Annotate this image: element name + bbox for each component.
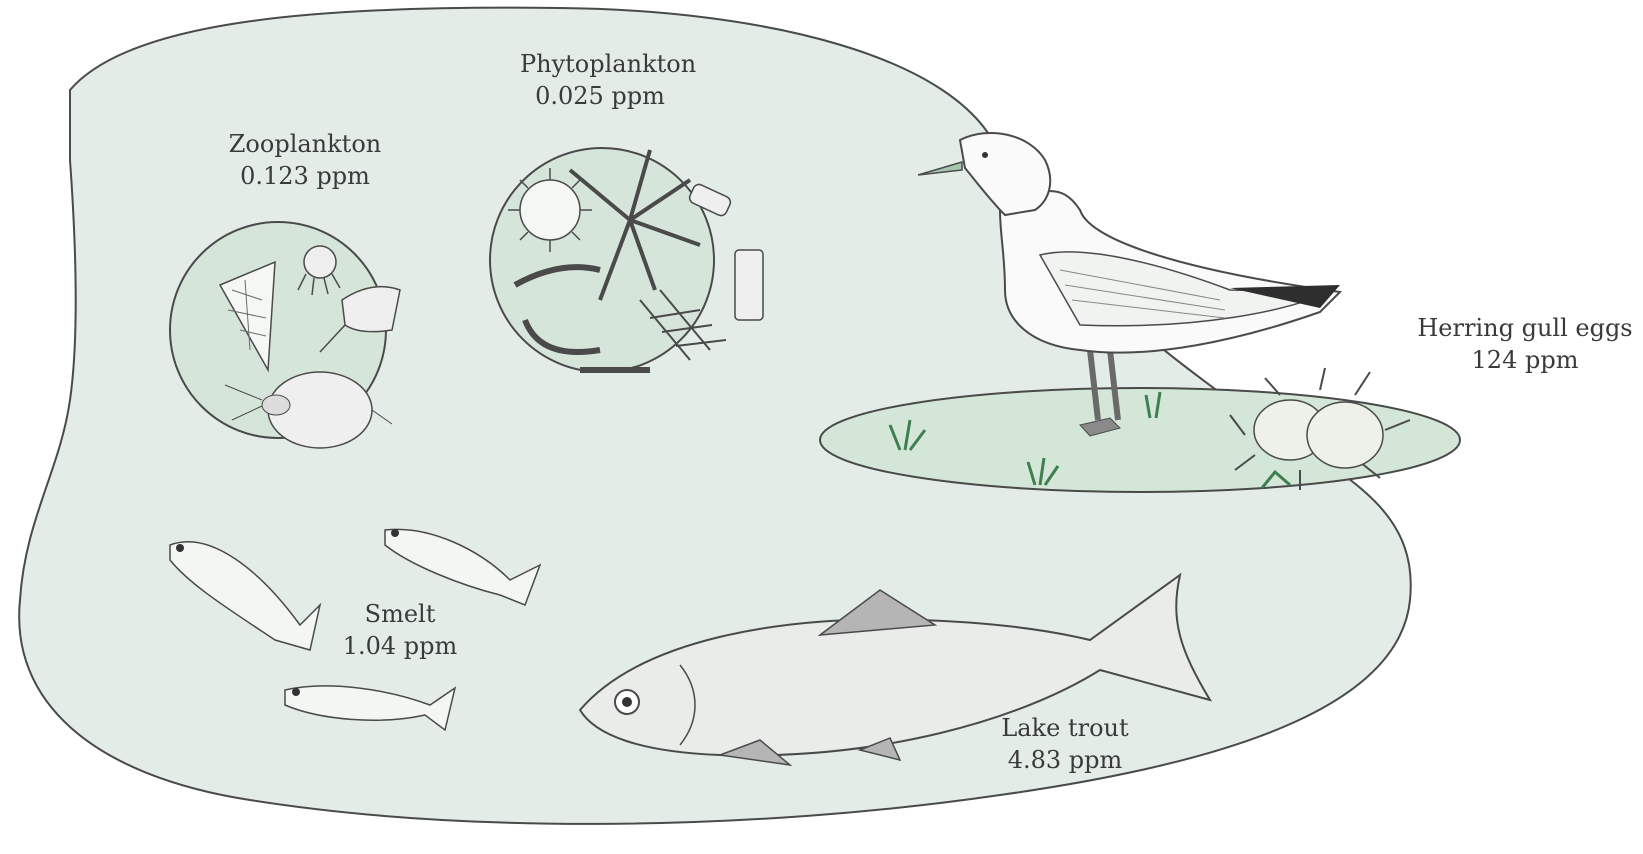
lake-trout-name: Lake trout: [990, 712, 1140, 744]
herring-gull-eggs-name: Herring gull eggs: [1415, 312, 1635, 344]
herring-gull-eggs-value: 124 ppm: [1415, 344, 1635, 376]
smelt-value: 1.04 ppm: [330, 630, 470, 662]
smelt-label: Smelt 1.04 ppm: [330, 598, 470, 662]
lake-trout-value: 4.83 ppm: [990, 744, 1140, 776]
phytoplankton-label: Phytoplankton 0.025 ppm: [520, 48, 680, 112]
zooplankton-value: 0.123 ppm: [225, 160, 385, 192]
zooplankton-name: Zooplankton: [225, 128, 385, 160]
herring-gull-eggs-label: Herring gull eggs 124 ppm: [1415, 312, 1635, 376]
smelt-name: Smelt: [330, 598, 470, 630]
phytoplankton-name: Phytoplankton: [520, 48, 680, 80]
zooplankton-label: Zooplankton 0.123 ppm: [225, 128, 385, 192]
lake-trout-label: Lake trout 4.83 ppm: [990, 712, 1140, 776]
phytoplankton-value: 0.025 ppm: [520, 80, 680, 112]
